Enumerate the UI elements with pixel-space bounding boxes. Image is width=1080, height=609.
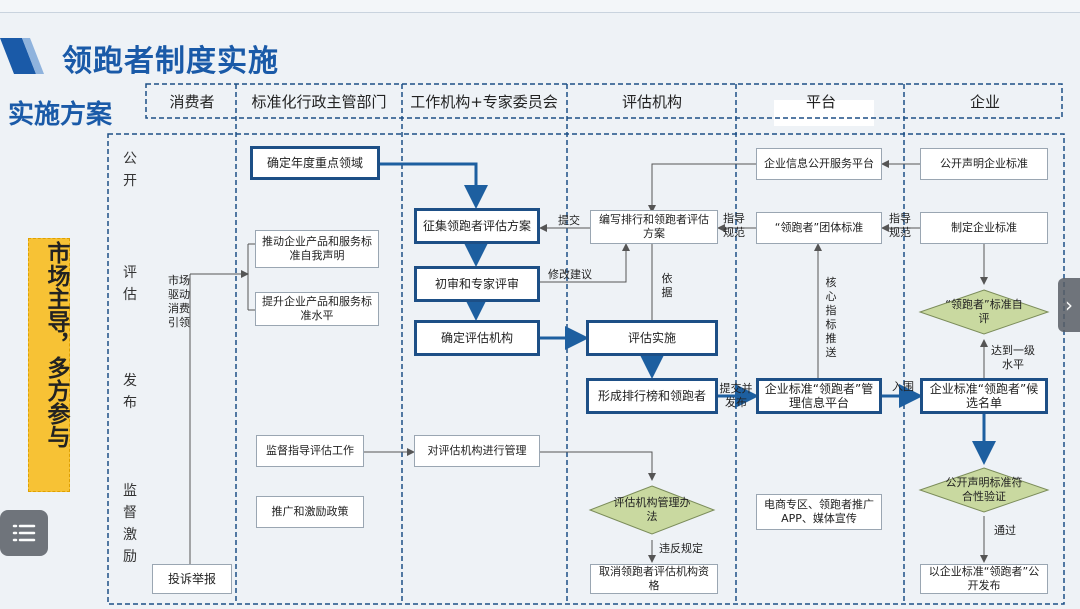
policy-box: 推广和激励政策 xyxy=(256,496,364,528)
edge-guide-1: 指导规范 xyxy=(723,212,745,239)
left-banner: 市场主导，多方参与 xyxy=(28,238,70,492)
edge-submit: 提交 xyxy=(558,214,580,227)
col-header-platform: 平台 xyxy=(805,92,836,111)
confirm-agency-box: 确定评估机构 xyxy=(414,320,540,356)
mgmt-platform-box: 企业标准“领跑者”管理信息平台 xyxy=(756,378,882,414)
phase-label-publish: 发布 xyxy=(123,373,137,411)
self-declare-box: 推动企业产品和服务标准自我声明 xyxy=(255,230,379,268)
chevron-right-icon: › xyxy=(1065,293,1073,317)
market-driven-label: 市场驱动消费引领 xyxy=(168,274,190,329)
public-service-platform-box: 企业信息公开服务平台 xyxy=(756,148,882,180)
improve-std-box: 提升企业产品和服务标准水平 xyxy=(255,292,379,326)
candidate-list-box: 企业标准“领跑者”候选名单 xyxy=(920,378,1048,414)
phase-label-supervise: 监督激励 xyxy=(123,483,137,565)
collect-scheme-box: 征集领跑者评估方案 xyxy=(414,208,540,244)
edge-submit-publish: 提交并发布 xyxy=(719,382,753,409)
self-eval-label: “领跑者”标准自评 xyxy=(945,298,1023,325)
implement-box: 评估实施 xyxy=(586,320,718,356)
compile-scheme-box: 编写排行和领跑者评估方案 xyxy=(590,210,718,244)
col-header-expert: 工作机构+专家委员会 xyxy=(410,92,558,111)
edge-pass: 通过 xyxy=(994,524,1016,537)
phase-label-assess: 评估 xyxy=(123,265,137,303)
group-standard-box: “领跑者”团体标准 xyxy=(756,212,882,244)
menu-button[interactable] xyxy=(0,510,48,556)
col-header-std-dept: 标准化行政主管部门 xyxy=(251,92,387,111)
edge-guide-2: 指导规范 xyxy=(889,212,911,239)
self-eval-diamond xyxy=(918,289,1050,335)
cancel-qualification-box: 取消领跑者评估机构资格 xyxy=(590,564,718,594)
make-std-box: 制定企业标准 xyxy=(920,212,1048,244)
edge-basis: 依据 xyxy=(661,272,673,299)
col-header-consumer: 消费者 xyxy=(169,92,215,111)
key-areas-box: 确定年度重点领域 xyxy=(250,146,380,180)
edge-reach-level: 达到一级水平 xyxy=(991,344,1035,371)
edge-entry: 入围 xyxy=(892,380,914,393)
menu-icon xyxy=(12,524,36,542)
manage-agency-box: 对评估机构进行管理 xyxy=(414,435,540,467)
phase-label-public: 公开 xyxy=(123,151,137,189)
conformity-label: 公开声明标准符合性验证 xyxy=(945,476,1023,503)
review-box: 初审和专家评审 xyxy=(414,266,540,302)
ranking-box: 形成排行榜和领跑者 xyxy=(586,378,718,414)
mgmt-rule-label: 评估机构管理办法 xyxy=(613,496,691,523)
top-bar xyxy=(0,0,1080,13)
platform-header-bg xyxy=(774,100,874,126)
edge-core-indicators: 核心指标推送 xyxy=(825,276,837,359)
promotion-box: 电商专区、领跑者推广APP、媒体宣传 xyxy=(756,494,882,530)
declare-std-box: 公开声明企业标准 xyxy=(920,148,1048,180)
edge-modify: 修改建议 xyxy=(548,268,592,281)
section-title: 实施方案 xyxy=(8,100,113,130)
page-title: 领跑者制度实施 xyxy=(62,44,279,79)
mgmt-rule-diamond xyxy=(588,485,716,535)
edge-violate: 违反规定 xyxy=(659,542,703,555)
next-page-button[interactable]: › xyxy=(1058,278,1080,332)
title-chevron-icon xyxy=(0,38,44,74)
publish-box: 以企业标准“领跑者”公开发布 xyxy=(920,564,1048,594)
complaint-box: 投诉举报 xyxy=(152,564,232,594)
col-header-assess: 评估机构 xyxy=(621,92,682,111)
supervise-box: 监督指导评估工作 xyxy=(256,435,364,467)
col-header-enterprise: 企业 xyxy=(969,92,1000,111)
left-banner-text: 市场主导，多方参与 xyxy=(43,241,69,448)
conformity-diamond xyxy=(918,467,1050,513)
